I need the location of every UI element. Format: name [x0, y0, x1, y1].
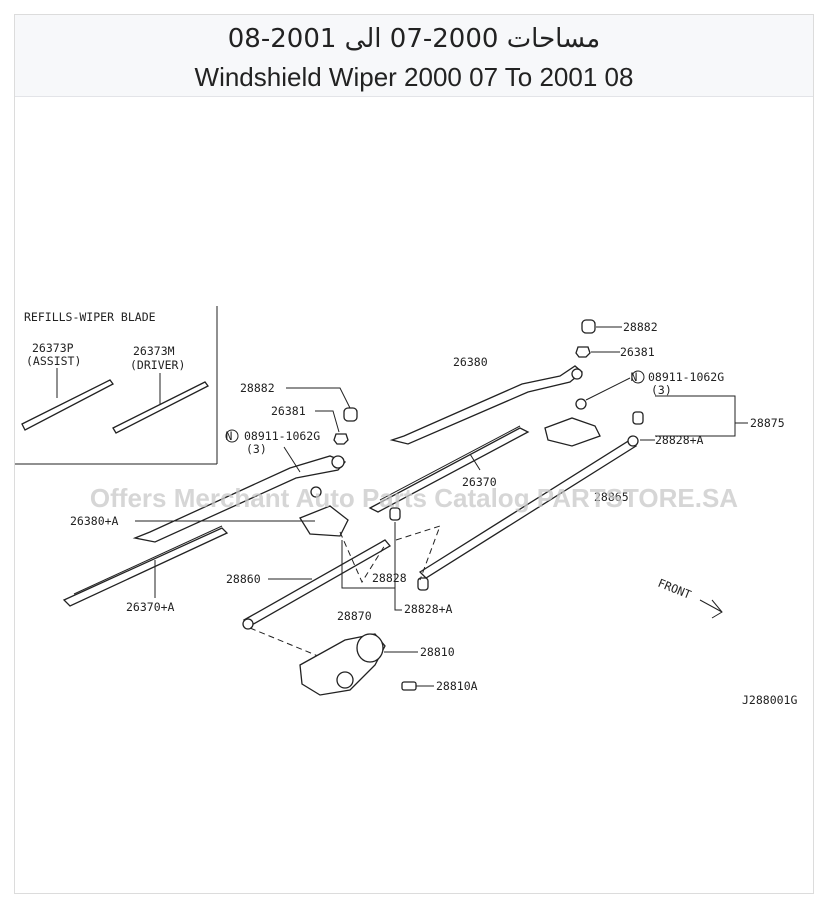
label-arm-left[interactable]: 26380+A — [70, 514, 119, 528]
assist-label: (ASSIST) — [26, 354, 81, 368]
label-front: FRONT — [656, 576, 693, 602]
title-arabic: مساحات 2000-07 الى 2001-08 — [227, 24, 601, 54]
driver-refill-strip — [112, 381, 209, 434]
right-blade-spine — [379, 425, 521, 501]
left-bolt-marker-letter: N — [226, 429, 233, 443]
right-pivot-bracket — [544, 417, 601, 447]
bushing-leader — [394, 522, 402, 611]
watermark-text: Offers Merchant Auto Parts Catalog PARTS… — [90, 483, 738, 513]
left-link-end — [242, 618, 254, 630]
right-pivot-nut — [575, 398, 587, 410]
right-wiper-arm — [389, 365, 584, 445]
label-link-left[interactable]: 28860 — [226, 572, 261, 586]
left-blade-spine — [73, 525, 223, 595]
motor-gear — [336, 671, 354, 689]
label-bolt-left-qty: (3) — [246, 442, 267, 456]
left-nut — [333, 433, 349, 445]
front-arrow — [699, 599, 723, 619]
driver-label: (DRIVER) — [130, 358, 185, 372]
diagram-frame: مساحات 2000-07 الى 2001-08 Windshield Wi… — [14, 14, 814, 894]
title-english: Windshield Wiper 2000 07 To 2001 08 — [194, 62, 634, 92]
right-arm-pivot — [571, 368, 583, 380]
left-pivot-bracket — [299, 505, 349, 537]
dashed-guide-right — [395, 525, 441, 581]
label-arm-right[interactable]: 26380 — [453, 355, 488, 369]
label-nut-right[interactable]: 26381 — [620, 345, 655, 359]
label-diagram-code: J288001G — [742, 693, 797, 707]
left-nut-leader — [315, 410, 340, 433]
refills-inset: REFILLS-WIPER BLADE 26373P (ASSIST) 2637… — [15, 306, 218, 465]
wiper-motor — [299, 633, 434, 696]
label-nut-left[interactable]: 26381 — [271, 404, 306, 418]
bushing-upper — [389, 507, 401, 521]
front-arrow-shape — [699, 599, 723, 619]
right-link-joint — [627, 435, 639, 447]
label-motor[interactable]: 28810 — [420, 645, 455, 659]
right-bolt-marker-letter: N — [631, 370, 638, 384]
label-bolt-left[interactable]: 08911-1062G — [244, 429, 320, 443]
label-blade-right[interactable]: 26370 — [462, 475, 497, 489]
left-cap — [343, 407, 358, 422]
link-set-bracket — [341, 540, 395, 589]
left-blade-body — [62, 527, 229, 607]
label-bolt-right[interactable]: 08911-1062G — [648, 370, 724, 384]
label-assembly[interactable]: 28875 — [750, 416, 785, 430]
label-cap-left[interactable]: 28882 — [240, 381, 275, 395]
right-bolt-marker — [631, 370, 645, 384]
assist-refill-strip — [21, 379, 114, 431]
label-motor-bolt[interactable]: 28810A — [436, 679, 478, 693]
assist-part-number[interactable]: 26373P — [32, 341, 74, 355]
motor-cap — [356, 633, 384, 663]
motor-bolt-shape — [401, 681, 417, 691]
left-pivot-nut — [310, 486, 322, 498]
right-cap — [581, 319, 596, 334]
left-bolt-marker — [225, 429, 239, 443]
driver-part-number[interactable]: 26373M — [133, 344, 175, 358]
label-pivot-right[interactable]: 28828+A — [655, 433, 704, 447]
left-arm-pivot — [331, 455, 345, 469]
right-blade-leader — [469, 453, 481, 471]
label-bushing[interactable]: 28828 — [372, 571, 407, 585]
inset-title: REFILLS-WIPER BLADE — [24, 310, 156, 324]
label-bushing-a[interactable]: 28828+A — [404, 602, 453, 616]
right-link-rod — [418, 439, 638, 579]
bushing-lower — [417, 577, 429, 591]
label-link-right[interactable]: 28865 — [594, 490, 629, 504]
right-bolt-leader — [585, 377, 631, 401]
right-nut — [575, 346, 591, 358]
left-cap-leader — [286, 387, 351, 409]
right-pivot-cap — [632, 411, 644, 425]
label-bolt-right-qty: (3) — [651, 383, 672, 397]
label-blade-left[interactable]: 26370+A — [126, 600, 175, 614]
label-cap-right[interactable]: 28882 — [623, 320, 658, 334]
page-header: مساحات 2000-07 الى 2001-08 Windshield Wi… — [15, 15, 813, 97]
left-wiper-blade — [62, 525, 229, 607]
assembly-bracket — [655, 395, 736, 437]
right-pivot-assembly — [544, 377, 644, 447]
label-link-set[interactable]: 28870 — [337, 609, 372, 623]
dashed-guide-motor — [249, 627, 319, 657]
left-bolt-leader — [283, 446, 301, 473]
dashed-guide-left — [339, 531, 386, 584]
